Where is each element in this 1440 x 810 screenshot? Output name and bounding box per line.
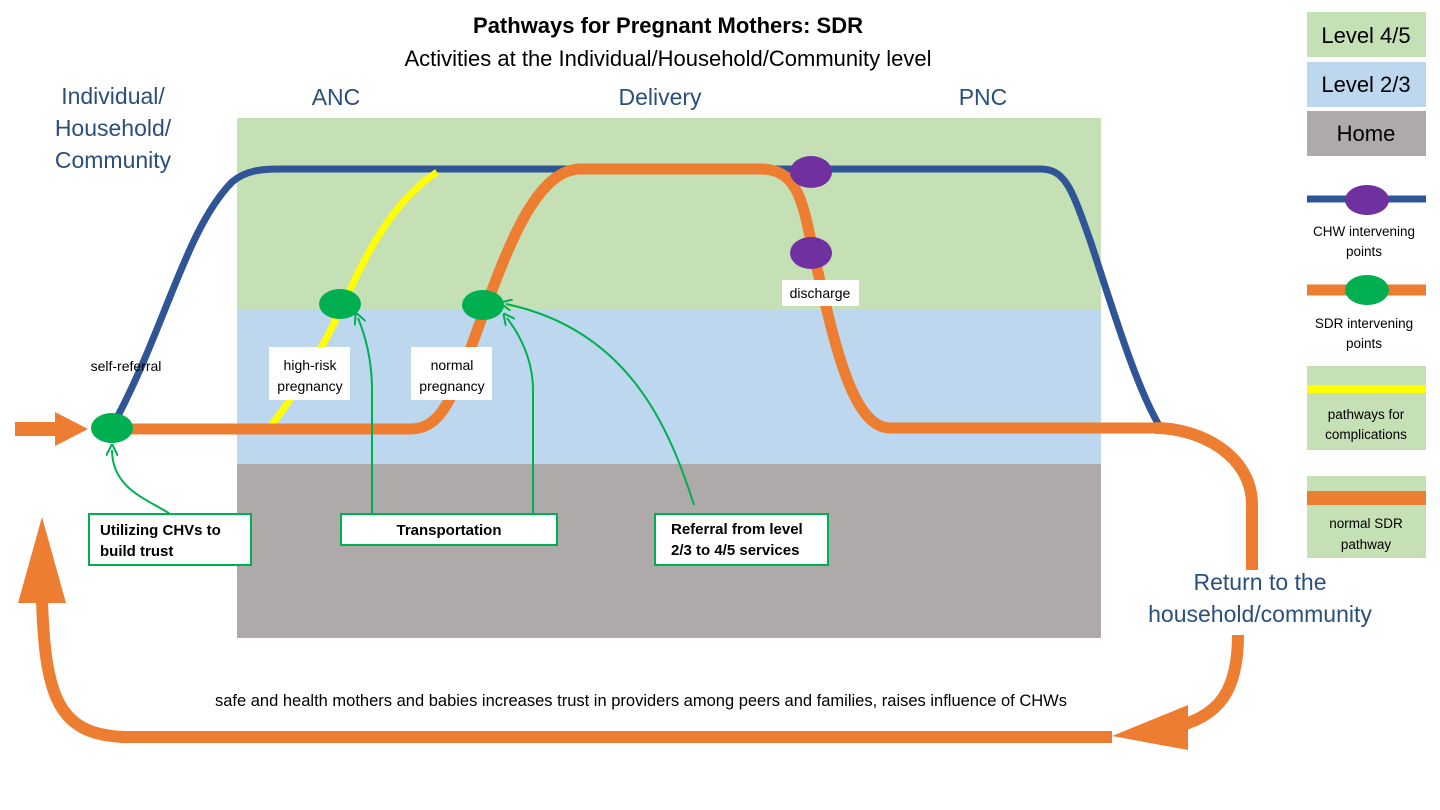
return-label-line-2: household/community — [1148, 601, 1372, 627]
label-discharge: discharge — [790, 285, 851, 301]
legend-level-4-5 — [1307, 12, 1426, 57]
legend-sdr-line-1: SDR intervening — [1315, 316, 1413, 331]
legend-normal-line-2: pathway — [1341, 537, 1392, 552]
label-normal-box — [411, 347, 492, 400]
legend-sdr-point — [1345, 275, 1389, 305]
legend-complications-line-1: pathways for — [1328, 407, 1405, 422]
label-self-referral: self-referral — [91, 358, 162, 374]
label-high-risk-box — [269, 347, 350, 400]
legend-sdr-line-2: points — [1346, 336, 1382, 351]
legend: Level 4/5 Level 2/3 Home CHW intervening… — [1307, 12, 1426, 558]
box-chv-line-2: build trust — [100, 543, 173, 560]
box-chv — [88, 513, 252, 566]
diagram-title: Pathways for Pregnant Mothers: SDR — [473, 13, 863, 38]
entry-arrow-shaft — [15, 422, 55, 436]
legend-normal-line-1: normal SDR — [1329, 516, 1403, 531]
legend-level-2-3 — [1307, 62, 1426, 107]
sdr-point-normal — [462, 290, 504, 320]
return-loop-line — [1154, 422, 1258, 570]
arrow-transport-to-normal — [507, 318, 534, 514]
box-chv-line-1: Utilizing CHVs to — [100, 522, 221, 539]
legend-chw-point — [1345, 185, 1389, 215]
up-arrowhead — [18, 517, 66, 603]
side-label-line-1: Individual/ — [61, 83, 165, 109]
legend-complications-box — [1307, 366, 1426, 450]
arrow-chv-to-self-referral — [112, 450, 171, 515]
arrow-referral-to-normal — [506, 304, 695, 506]
entry-arrowhead — [55, 412, 88, 446]
legend-normal-box — [1307, 476, 1426, 558]
chw-point-delivery — [790, 156, 832, 188]
side-label-line-2: Household/ — [55, 115, 172, 141]
chw-point-discharge — [790, 237, 832, 269]
chw-pathway-line — [108, 165, 1164, 429]
box-transportation — [340, 513, 558, 546]
label-normal-line-2: pregnancy — [419, 378, 484, 394]
label-normal-line-1: normal — [431, 357, 474, 373]
phase-delivery: Delivery — [618, 84, 702, 110]
band-level-4-5 — [237, 118, 1101, 309]
box-transportation-label: Transportation — [396, 522, 501, 539]
legend-level-2-3-label: Level 2/3 — [1321, 72, 1410, 97]
label-discharge-box — [782, 280, 859, 306]
bottom-statement: safe and health mothers and babies incre… — [215, 692, 1067, 710]
phase-anc: ANC — [312, 84, 361, 110]
legend-home — [1307, 111, 1426, 156]
legend-chw-line-2: points — [1346, 244, 1382, 259]
arrow-transport-to-high-risk — [358, 318, 373, 514]
return-arrowhead — [1112, 705, 1188, 750]
box-referral-line-1: Referral from level — [671, 521, 803, 538]
phase-pnc: PNC — [959, 84, 1008, 110]
label-high-risk-line-2: pregnancy — [277, 378, 342, 394]
label-high-risk-line-1: high-risk — [284, 357, 338, 373]
left-loop-line — [36, 599, 126, 743]
sdr-point-high-risk — [319, 289, 361, 319]
legend-complications-line-2: complications — [1325, 427, 1407, 442]
legend-chw-line-1: CHW intervening — [1313, 224, 1415, 239]
sdr-point-self-referral — [91, 413, 133, 443]
return-label-line-1: Return to the — [1194, 569, 1327, 595]
box-referral-line-2: 2/3 to 4/5 services — [671, 542, 799, 559]
legend-level-4-5-label: Level 4/5 — [1321, 23, 1410, 48]
diagram-subtitle: Activities at the Individual/Household/C… — [404, 46, 931, 71]
side-label-line-3: Community — [55, 147, 172, 173]
legend-home-label: Home — [1337, 121, 1396, 146]
box-referral — [654, 513, 829, 566]
